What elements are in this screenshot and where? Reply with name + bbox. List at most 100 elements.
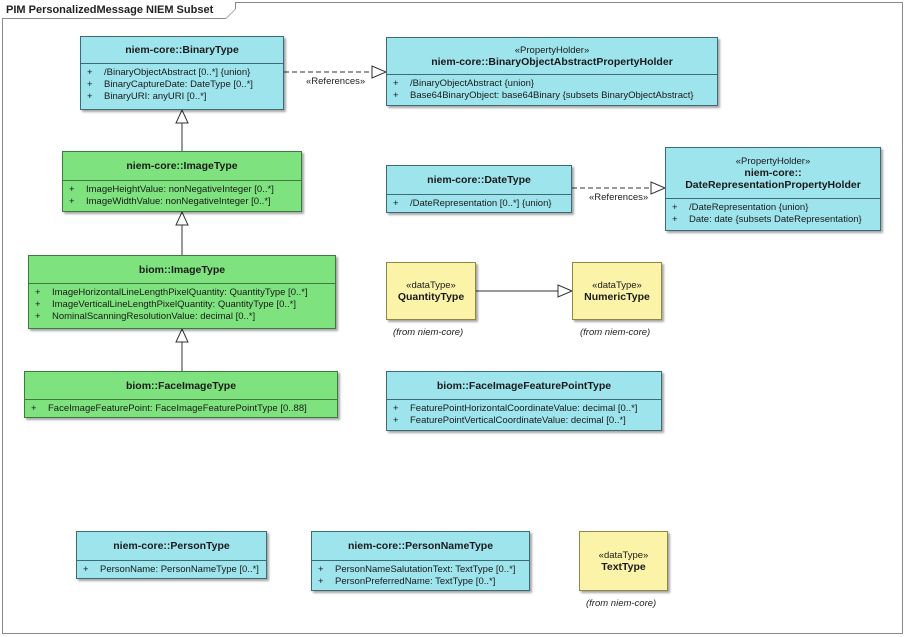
class-binary-object-abstract-property-holder[interactable]: «PropertyHolder» niem-core::BinaryObject…	[386, 37, 718, 106]
references-label-binary: «References»	[306, 76, 366, 87]
visibility-marker: +	[87, 91, 93, 102]
attribute-text: PersonNameSalutationText: TextType [0..*…	[335, 564, 516, 575]
class-quantity-type[interactable]: «dataType» QuantityType	[386, 262, 476, 320]
attribute-list: + FaceImageFeaturePoint: FaceImageFeature…	[25, 399, 337, 417]
visibility-marker: +	[87, 67, 93, 78]
attribute-row: + FaceImageFeaturePoint: FaceImageFeature…	[29, 403, 333, 415]
visibility-marker: +	[672, 202, 678, 213]
class-text-type[interactable]: «dataType» TextType	[579, 531, 668, 591]
dependency-arrow-date	[650, 181, 667, 195]
attribute-text: /BinaryObjectAbstract {union}	[410, 78, 535, 89]
visibility-marker: +	[87, 79, 93, 90]
visibility-marker: +	[672, 214, 678, 225]
visibility-marker: +	[393, 78, 399, 89]
references-label-date: «References»	[589, 192, 649, 203]
visibility-marker: +	[35, 287, 41, 298]
attribute-list: + /BinaryObjectAbstract [0..*] {union} + Bi…	[81, 63, 283, 105]
text-type-origin-note: (from niem-core)	[586, 598, 657, 609]
attribute-row: + NominalScanningResolutionValue: decimal…	[33, 311, 331, 323]
numeric-type-origin-note: (from niem-core)	[580, 327, 651, 338]
attribute-row: + Date: date {subsets DateRepresentation}	[670, 214, 876, 226]
class-date-type[interactable]: niem-core::DateType +/DateRepresentation…	[386, 165, 572, 213]
attribute-text: PersonPreferredName: TextType [0..*]	[335, 576, 496, 587]
attribute-text: Date: date {subsets DateRepresentation}	[689, 214, 862, 225]
attribute-text: ImageHorizontalLineLengthPixelQuantity: …	[52, 287, 308, 298]
attribute-row: + /BinaryObjectAbstract {union}	[391, 78, 713, 90]
attribute-text: PersonName: PersonNameType [0..*]	[100, 564, 259, 575]
class-date-representation-property-holder[interactable]: «PropertyHolder» niem-core:: DateReprese…	[665, 147, 881, 231]
dependency-arrow-binary	[371, 65, 388, 79]
attribute-list: + /BinaryObjectAbstract {union}+Base64Bin…	[387, 74, 717, 104]
visibility-marker: +	[35, 311, 41, 322]
attribute-text: ImageWidthValue: nonNegativeInteger [0..…	[86, 196, 271, 207]
class-binary-type[interactable]: niem-core::BinaryType + /BinaryObjectAbst…	[80, 36, 284, 110]
visibility-marker: +	[393, 90, 399, 101]
class-name: TextType	[601, 560, 646, 573]
stereotype: «dataType»	[592, 279, 642, 291]
attribute-row: + /DateRepresentation [0..*] {union}	[391, 198, 567, 210]
attribute-row: + PersonPreferredName: TextType [0..*]	[316, 576, 525, 588]
class-person-name-type[interactable]: niem-core::PersonNameType + PersonNameSal…	[311, 531, 530, 591]
attribute-row: + FeaturePointVerticalCoordinateValue: de…	[391, 415, 657, 427]
attribute-list: + ImageHeightValue: nonNegativeInteger [0…	[63, 180, 301, 210]
attribute-text: FaceImageFeaturePoint: FaceImageFeatureP…	[48, 403, 307, 414]
attribute-text: BinaryURI: anyURI [0..*]	[104, 91, 207, 102]
visibility-marker: +	[318, 564, 324, 575]
attribute-list: + ImageHorizontalLineLengthPixelQuantity:…	[29, 283, 335, 325]
stereotype: «PropertyHolder»	[514, 44, 590, 56]
class-person-type[interactable]: niem-core::PersonType +PersonName: Perso…	[76, 531, 267, 579]
attribute-text: FeaturePointHorizontalCoordinateValue: d…	[410, 403, 638, 414]
visibility-marker: +	[393, 403, 399, 414]
class-name: biom::FaceImageFeaturePointType	[436, 379, 612, 392]
visibility-marker: +	[393, 415, 399, 426]
attribute-text: /DateRepresentation [0..*] {union}	[410, 198, 552, 209]
class-name: niem-core::BinaryType	[125, 44, 239, 56]
attribute-list: + /DateRepresentation [0..*] {union}	[387, 194, 571, 212]
visibility-marker: +	[35, 299, 41, 310]
generalization-arrow-numeric	[557, 284, 574, 298]
class-numeric-type[interactable]: «dataType» NumericType	[572, 262, 662, 320]
attribute-text: NominalScanningResolutionValue: decimal …	[52, 311, 256, 322]
attribute-row: + /BinaryObjectAbstract [0..*] {union}	[85, 67, 279, 79]
attribute-row: +Base64BinaryObject: base64Binary {subse…	[391, 90, 713, 102]
visibility-marker: +	[393, 198, 399, 209]
attribute-row: +ImageVerticalLineLengthPixelQuantity: Q…	[33, 299, 331, 311]
attribute-row: + ImageHeightValue: nonNegativeInteger [0…	[67, 184, 297, 196]
attribute-row: + ImageWidthValue: nonNegativeInteger [0.…	[67, 196, 297, 208]
class-biom-image-type[interactable]: biom::ImageType + ImageHorizontalLineLeng…	[28, 255, 336, 329]
generalization-arrow-binarytype	[175, 108, 189, 124]
attribute-list: + FeaturePointHorizontalCoordinateValue: …	[387, 399, 661, 429]
diagram-title: PIM PersonalizedMessage NIEM Subset	[2, 2, 237, 19]
class-face-image-feature-point-type[interactable]: biom::FaceImageFeaturePointType +Feature…	[386, 371, 662, 431]
attribute-list: +PersonName: PersonNameType [0..*]	[77, 560, 266, 578]
quantity-type-origin-note: (from niem-core)	[393, 327, 464, 338]
class-name: biom::ImageType	[138, 263, 226, 276]
class-core-image-type[interactable]: niem-core::ImageType + ImageHeightValue: …	[62, 151, 302, 212]
class-name: niem-core::PersonNameType	[347, 540, 494, 552]
visibility-marker: +	[69, 196, 75, 207]
attribute-text: BinaryCaptureDate: DateType [0..*]	[104, 79, 253, 90]
attribute-row: + BinaryCaptureDate: DateType [0..*]	[85, 79, 279, 91]
class-name: niem-core::BinaryObjectAbstractPropertyH…	[431, 55, 673, 68]
attribute-text: /DateRepresentation {union}	[689, 202, 809, 213]
attribute-row: + ImageHorizontalLineLengthPixelQuantity:…	[33, 287, 331, 299]
attribute-row: + BinaryURI: anyURI [0..*]	[85, 91, 279, 103]
visibility-marker: +	[318, 576, 324, 587]
attribute-list: + /DateRepresentation {union} + Date: date …	[666, 198, 880, 228]
attribute-row: +PersonName: PersonNameType [0..*]	[81, 564, 262, 576]
attribute-text: ImageHeightValue: nonNegativeInteger [0.…	[86, 184, 274, 195]
attribute-row: + /DateRepresentation {union}	[670, 202, 876, 214]
stereotype: «dataType»	[406, 279, 456, 291]
attribute-text: /BinaryObjectAbstract [0..*] {union}	[104, 67, 251, 78]
class-face-image-type[interactable]: biom::FaceImageType + FaceImageFeaturePoi…	[24, 371, 338, 418]
class-name: NumericType	[584, 290, 650, 303]
visibility-marker: +	[69, 184, 75, 195]
class-name-line-2: DateRepresentationPropertyHolder	[685, 178, 861, 191]
visibility-marker: +	[31, 403, 37, 414]
class-name: biom::FaceImageType	[125, 379, 237, 392]
class-name: niem-core::ImageType	[126, 160, 238, 172]
attribute-text: FeaturePointVerticalCoordinateValue: dec…	[410, 415, 626, 426]
attribute-row: + PersonNameSalutationText: TextType [0..…	[316, 564, 525, 576]
